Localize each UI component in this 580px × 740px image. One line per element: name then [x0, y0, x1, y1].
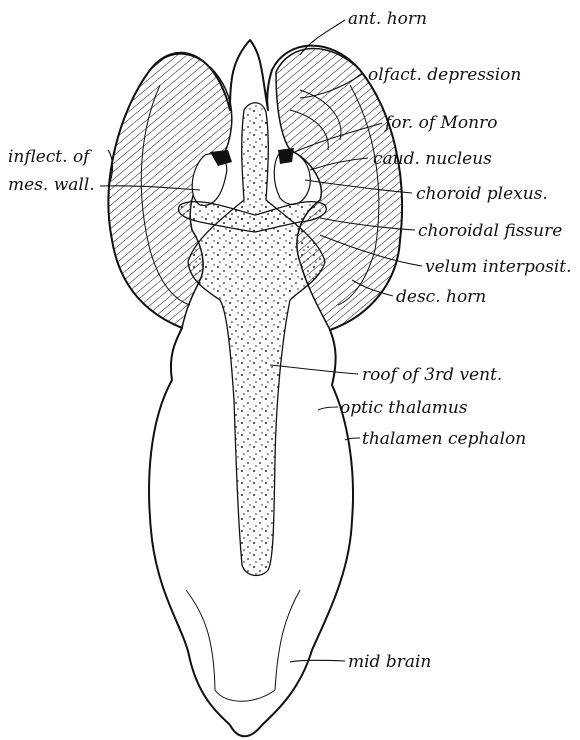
foramen-of-monro-right: [278, 148, 294, 164]
label-roof-3rd-vent: roof of 3rd vent.: [362, 365, 502, 385]
label-for-of-monro: for. of Monro: [383, 113, 497, 133]
label-desc-horn: desc. horn: [396, 287, 486, 307]
label-inflect-line2: mes. wall.: [8, 175, 95, 195]
label-caud-nucleus: caud. nucleus: [373, 149, 492, 169]
label-olfact-depression: olfact. depression: [368, 65, 521, 85]
label-ant-horn: ant. horn: [348, 9, 427, 29]
label-inflect-line1: inflect. of: [8, 147, 92, 167]
label-optic-thalamus: optic thalamus: [340, 398, 468, 418]
label-thalamen-cephalon: thalamen cephalon: [362, 429, 526, 449]
label-velum-interposit: velum interposit.: [425, 257, 572, 277]
label-mid-brain: mid brain: [348, 652, 431, 672]
label-choroid-plexus: choroid plexus.: [416, 184, 548, 204]
label-choroidal-fissure: choroidal fissure: [418, 221, 562, 241]
